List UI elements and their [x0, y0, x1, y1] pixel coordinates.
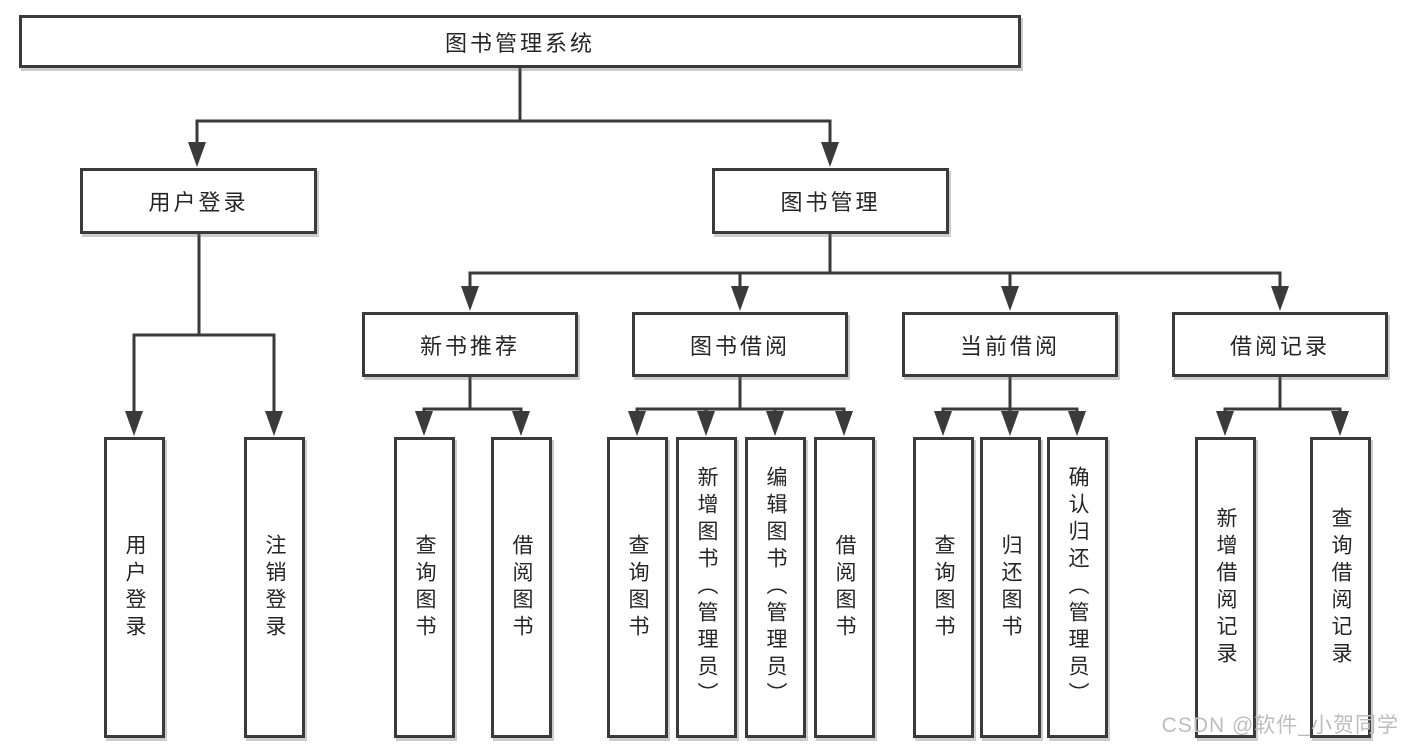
node-user-login: 用户登录 — [80, 168, 317, 234]
leaf-borrow-query-books-label: 查询图书 — [626, 533, 649, 642]
arrow-down-icon — [766, 411, 784, 436]
arrow-down-icon — [415, 411, 433, 436]
node-book-management-label: 图书管理 — [780, 190, 881, 215]
node-borrow-records: 借阅记录 — [1172, 312, 1388, 377]
leaf-current-return-books-label: 归还图书 — [999, 533, 1022, 642]
arrow-down-icon — [188, 142, 206, 167]
arrow-down-icon — [1001, 286, 1019, 311]
leaf-newbook-borrow-books: 借阅图书 — [491, 437, 552, 738]
leaf-logout-login: 注销登录 — [244, 437, 305, 738]
node-new-book-recommend-label: 新书推荐 — [419, 333, 520, 359]
leaf-logout-login-label: 注销登录 — [263, 533, 286, 642]
leaf-current-return-books: 归还图书 — [980, 437, 1041, 738]
leaf-newbook-query-books: 查询图书 — [394, 437, 455, 738]
arrowhead-icons — [125, 142, 1349, 436]
node-book-borrow: 图书借阅 — [632, 312, 848, 377]
arrow-down-icon — [125, 411, 143, 436]
leaf-records-add-record-label: 新增借阅记录 — [1214, 506, 1237, 669]
leaf-borrow-add-books-admin: 新增图书（管理员） — [676, 437, 737, 738]
leaf-borrow-borrow-books-label: 借阅图书 — [833, 533, 856, 642]
node-book-borrow-label: 图书借阅 — [689, 333, 790, 359]
leaf-borrow-add-books-admin-label: 新增图书（管理员） — [695, 466, 718, 709]
arrow-down-icon — [821, 142, 839, 167]
leaf-current-confirm-return-admin-label: 确认归还（管理员） — [1066, 466, 1089, 709]
arrow-down-icon — [1068, 411, 1086, 436]
leaf-borrow-edit-books-admin-label: 编辑图书（管理员） — [764, 466, 787, 709]
node-new-book-recommend: 新书推荐 — [362, 312, 578, 377]
watermark-text: CSDN @软件_小贺同学 — [1161, 714, 1399, 737]
arrow-down-icon — [731, 286, 749, 311]
leaf-current-query-books: 查询图书 — [913, 437, 974, 738]
leaf-records-query-record: 查询借阅记录 — [1310, 437, 1371, 738]
leaf-newbook-borrow-books-label: 借阅图书 — [510, 533, 533, 642]
node-system-root: 图书管理系统 — [19, 15, 1021, 68]
leaf-current-confirm-return-admin: 确认归还（管理员） — [1047, 437, 1108, 738]
arrow-down-icon — [512, 411, 530, 436]
arrow-down-icon — [461, 286, 479, 311]
leaf-borrow-borrow-books: 借阅图书 — [814, 437, 875, 738]
node-current-borrow: 当前借阅 — [902, 312, 1118, 377]
node-book-management: 图书管理 — [712, 168, 949, 234]
leaf-borrow-edit-books-admin: 编辑图书（管理员） — [745, 437, 806, 738]
leaf-records-add-record: 新增借阅记录 — [1195, 437, 1256, 738]
node-borrow-records-label: 借阅记录 — [1229, 333, 1330, 359]
leaf-user-login: 用户登录 — [104, 437, 165, 738]
leaf-newbook-query-books-label: 查询图书 — [413, 533, 436, 642]
arrow-down-icon — [1331, 411, 1349, 436]
node-system-root-label: 图书管理系统 — [444, 30, 595, 56]
arrow-down-icon — [265, 411, 283, 436]
leaf-borrow-query-books: 查询图书 — [607, 437, 668, 738]
arrow-down-icon — [628, 411, 646, 436]
leaf-user-login-label: 用户登录 — [123, 533, 146, 642]
arrow-down-icon — [835, 411, 853, 436]
arrow-down-icon — [934, 411, 952, 436]
arrow-down-icon — [1001, 411, 1019, 436]
leaf-current-query-books-label: 查询图书 — [932, 533, 955, 642]
arrow-down-icon — [1216, 411, 1234, 436]
arrow-down-icon — [1271, 286, 1289, 311]
node-user-login-label: 用户登录 — [148, 190, 249, 215]
node-current-borrow-label: 当前借阅 — [959, 333, 1060, 359]
arrow-down-icon — [697, 411, 715, 436]
leaf-records-query-record-label: 查询借阅记录 — [1329, 506, 1352, 669]
